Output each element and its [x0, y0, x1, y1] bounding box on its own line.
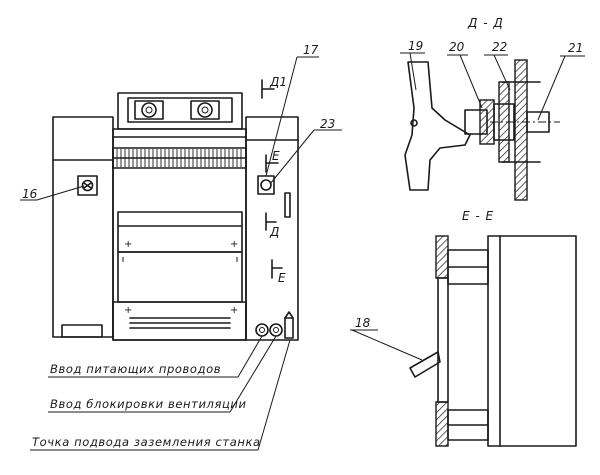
callout-16: 16 [22, 187, 38, 201]
frame-wall-dd [514, 59, 528, 201]
section-ee [409, 235, 577, 447]
section-mark-d [265, 212, 277, 231]
vent-input [269, 323, 283, 337]
power-input [255, 323, 269, 337]
caption-vent-input: Ввод блокировки вентиляции [50, 397, 247, 411]
caption-ground-point: Точка подвода заземления станка [32, 435, 261, 449]
section-label-e2: Е [278, 271, 286, 285]
section-label-d1: Д1 [269, 75, 287, 89]
frame-wall-ee [437, 277, 449, 403]
section-mark-e2 [271, 259, 283, 279]
right-cabinet [245, 116, 299, 341]
ground-point [284, 317, 294, 339]
section-mark-e [265, 154, 279, 173]
panel-16 [77, 175, 98, 196]
svg-text:+: + [124, 305, 132, 316]
handle-18 [409, 351, 441, 378]
left-cabinet [52, 116, 114, 338]
section-title-ee: Е - Е [462, 209, 494, 223]
section-label-e: Е [272, 149, 280, 163]
base [112, 301, 247, 341]
callout-21: 21 [568, 41, 583, 55]
callout-17: 17 [303, 43, 319, 57]
central-body [112, 157, 247, 341]
section-dd [404, 59, 560, 201]
svg-text:+: + [230, 305, 238, 316]
callout-23: 23 [320, 117, 335, 131]
lever-19 [404, 61, 471, 191]
section-title-dd: Д - Д [467, 16, 504, 30]
callout-20: 20 [449, 40, 465, 54]
section-mark-d1 [261, 79, 275, 99]
work-table [117, 211, 243, 253]
section-label-d: Д [269, 225, 279, 239]
svg-text:+: + [230, 239, 238, 250]
machine-front-view: + + + + [52, 79, 299, 341]
caption-power-input: Ввод питающих проводов [50, 362, 221, 376]
callout-18: 18 [355, 316, 371, 330]
housing-ee [487, 235, 577, 447]
svg-text:+: + [124, 239, 132, 250]
callout-22: 22 [492, 40, 507, 54]
callout-19: 19 [408, 39, 423, 53]
